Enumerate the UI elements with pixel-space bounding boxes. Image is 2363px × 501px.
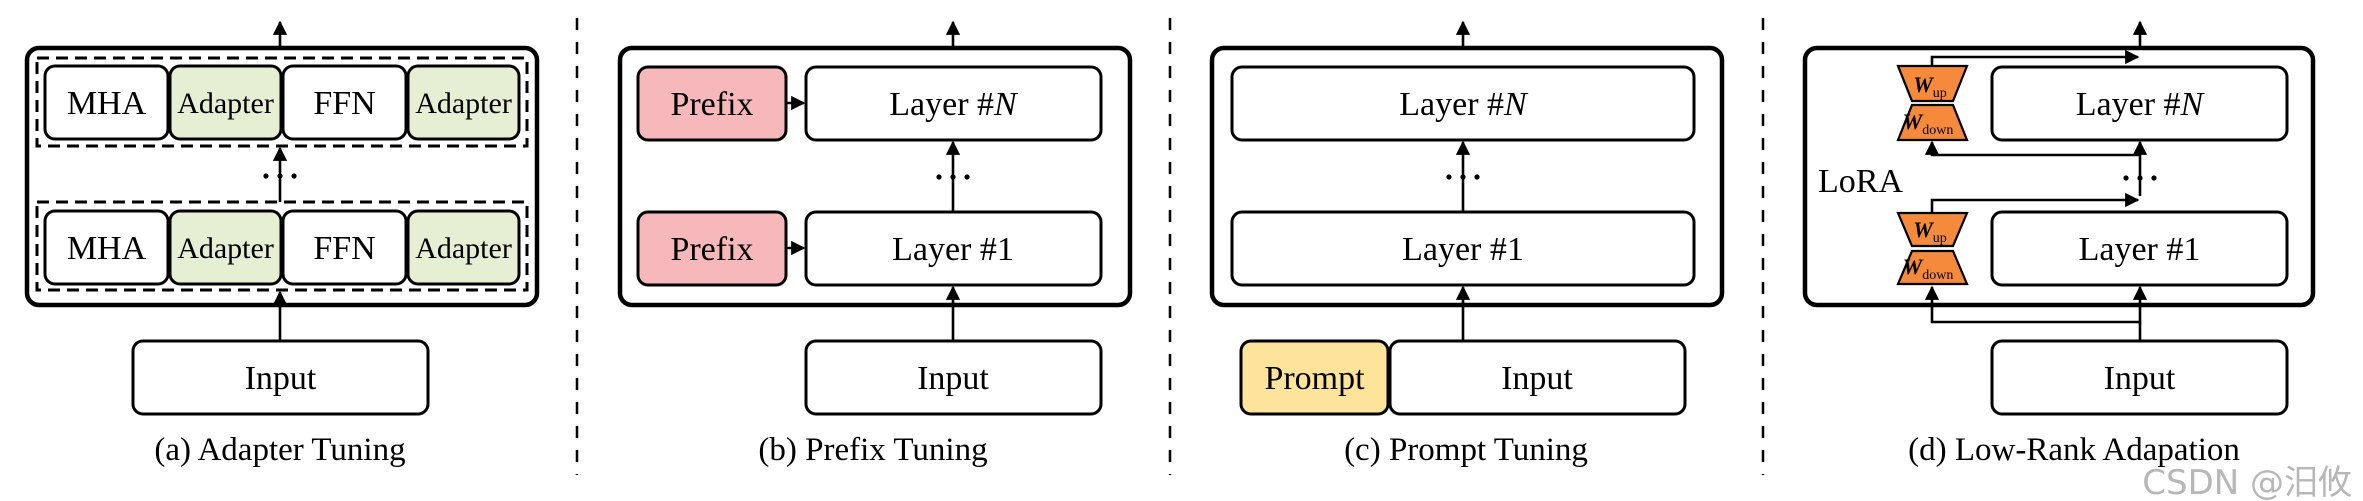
ffn-box — [281, 209, 408, 286]
ellipsis-dots — [2123, 175, 2157, 181]
mha-label: MHA — [67, 230, 147, 267]
layer-1-label: Layer #1 — [2079, 231, 2201, 268]
lora-merge-arrow — [1930, 192, 2140, 213]
layer-1-label: Layer #1 — [892, 231, 1014, 268]
input-label: Input — [1501, 360, 1573, 397]
layer-n-label: Layer #N — [889, 86, 1019, 123]
input-box — [131, 339, 430, 416]
adapter-box — [406, 64, 521, 141]
lora-branch-arrow — [1924, 285, 2142, 341]
w-down-trapezoid — [1896, 249, 1969, 286]
ellipsis-dots — [936, 174, 970, 180]
input-box — [1388, 339, 1687, 416]
layer-1-box — [1990, 210, 2289, 287]
layer-1-box — [804, 210, 1103, 287]
adapter-label: Adapter — [177, 87, 274, 120]
adapter-box — [168, 64, 283, 141]
w-up-label: Wup — [1913, 72, 1947, 101]
layer-group-top — [35, 56, 529, 148]
layer-n-box — [804, 65, 1103, 142]
caption: (a) Adapter Tuning — [154, 432, 405, 468]
lora-merge-arrow — [1930, 49, 2140, 66]
layer-n-label: Layer #N — [2076, 86, 2206, 123]
input-label: Input — [2104, 360, 2176, 397]
panel-adapter-tuning: MHA Adapter FFN Adapter MHA Adapter FFN … — [24, 20, 540, 468]
input-box — [1990, 339, 2289, 416]
w-up-trapezoid — [1896, 211, 1969, 248]
prefix-label: Prefix — [670, 231, 753, 268]
mha-label: MHA — [67, 85, 147, 122]
layer-1-box — [1230, 210, 1696, 287]
panel-prompt-tuning: Layer #N Layer #1 Prompt Input (c) Promp… — [1209, 20, 1725, 468]
w-down-trapezoid — [1896, 103, 1969, 142]
input-label: Input — [917, 360, 989, 397]
ffn-box — [281, 64, 408, 141]
prompt-label: Prompt — [1264, 360, 1365, 397]
ffn-label: FFN — [313, 85, 375, 122]
caption: (d) Low-Rank Adapation — [1908, 432, 2240, 468]
input-box — [804, 339, 1103, 416]
w-down-label: Wdown — [1903, 254, 1954, 283]
layer-n-box — [1230, 65, 1696, 142]
input-label: Input — [245, 360, 317, 397]
ellipsis-dots — [263, 173, 297, 179]
caption: (c) Prompt Tuning — [1344, 432, 1588, 468]
adapter-box — [406, 209, 521, 286]
mha-box — [43, 209, 170, 286]
lora-label: LoRA — [1818, 163, 1903, 200]
w-up-trapezoid — [1896, 64, 1969, 103]
w-up-label: Wup — [1913, 217, 1947, 246]
panel-prefix-tuning: Prefix Layer #N Prefix Layer #1 Input (b… — [617, 20, 1133, 468]
adapter-label: Adapter — [415, 87, 512, 120]
ffn-label: FFN — [313, 230, 375, 267]
layer-group-bottom — [35, 200, 529, 292]
mha-box — [43, 64, 170, 141]
w-down-label: Wdown — [1903, 109, 1954, 138]
watermark: CSDN @汨攸 — [2142, 463, 2352, 501]
layer-n-label: Layer #N — [1399, 86, 1529, 123]
layer-n-box — [1990, 65, 2289, 142]
prompt-box — [1239, 339, 1390, 416]
layer-1-label: Layer #1 — [1402, 231, 1524, 268]
panel-lora: Layer #N Wup Wdown LoRA Layer #1 Wup Wdo… — [1802, 20, 2316, 468]
ellipsis-dots — [1446, 174, 1480, 180]
adapter-label: Adapter — [177, 232, 274, 265]
adapter-box — [168, 209, 283, 286]
caption: (b) Prefix Tuning — [758, 432, 987, 468]
adapter-label: Adapter — [415, 232, 512, 265]
prefix-label: Prefix — [670, 86, 753, 123]
